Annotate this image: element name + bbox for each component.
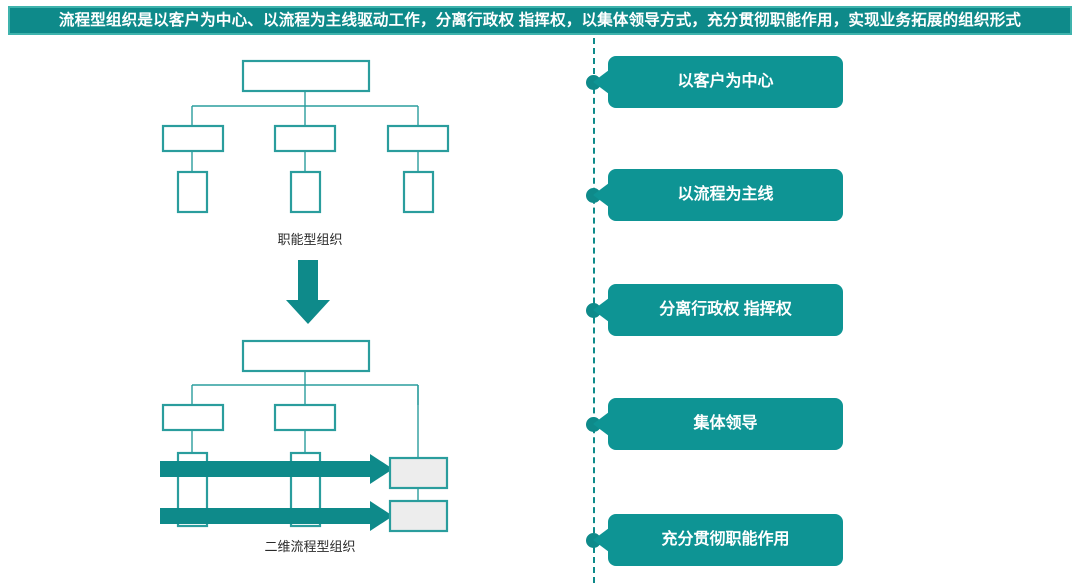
functional-org-chart <box>161 59 450 214</box>
functional-box-l2-3 <box>386 124 450 153</box>
rail-bubble-1[interactable]: 以客户为中心 <box>608 56 843 108</box>
rail-bubble-3[interactable]: 分离行政权 指挥权 <box>608 284 843 336</box>
rail-label-5: 充分贯彻职能作用 <box>661 531 790 548</box>
header-banner: 流程型组织是以客户为中心、以流程为主线驱动工作，分离行政权 指挥权，以集体领导方… <box>8 6 1072 35</box>
bubble-tail-icon <box>593 183 609 207</box>
rail-item-5[interactable]: 充分贯彻职能作用 <box>560 514 860 566</box>
rail-label-4: 集体领导 <box>693 415 758 432</box>
functional-box-l2-2 <box>273 124 337 153</box>
functional-connectors <box>191 91 419 172</box>
rail-label-2: 以流程为主线 <box>677 186 774 203</box>
header-title: 流程型组织是以客户为中心、以流程为主线驱动工作，分离行政权 指挥权，以集体领导方… <box>58 11 1022 29</box>
rail-label-1: 以客户为中心 <box>677 73 774 90</box>
right-rail: 以客户为中心 以流程为主线 分离行政权 指挥权 集体领导 <box>560 38 1080 583</box>
bubble-tail-icon <box>593 298 609 322</box>
functional-box-l3-3 <box>402 170 435 214</box>
functional-box-l2-1 <box>161 124 225 153</box>
process-chart-caption: 二维流程型组织 <box>264 539 356 554</box>
rail-item-3[interactable]: 分离行政权 指挥权 <box>560 284 860 336</box>
left-diagram-panel: 职能型组织 <box>0 38 560 583</box>
process-outcome-box-2 <box>388 499 449 533</box>
bubble-tail-icon <box>593 70 609 94</box>
process-box-l2-2 <box>273 403 337 432</box>
functional-chart-caption: 职能型组织 <box>277 232 343 247</box>
rail-item-4[interactable]: 集体领导 <box>560 398 860 450</box>
functional-box-l3-2 <box>289 170 322 214</box>
bubble-tail-icon <box>593 412 609 436</box>
process-box-l1-1 <box>241 339 371 373</box>
rail-item-1[interactable]: 以客户为中心 <box>560 56 860 108</box>
process-box-l2-1 <box>161 403 225 432</box>
process-org-chart <box>160 339 449 533</box>
functional-box-l3-1 <box>176 170 209 214</box>
rail-item-2[interactable]: 以流程为主线 <box>560 169 860 221</box>
process-arrow-2 <box>160 501 393 531</box>
rail-bubble-4[interactable]: 集体领导 <box>608 398 843 450</box>
rail-bubble-5[interactable]: 充分贯彻职能作用 <box>608 514 843 566</box>
rail-bubble-2[interactable]: 以流程为主线 <box>608 169 843 221</box>
process-outcome-box-1 <box>388 456 449 490</box>
transition-down-arrow <box>286 260 330 324</box>
process-arrow-1 <box>160 454 393 484</box>
rail-label-3: 分离行政权 指挥权 <box>659 301 792 318</box>
functional-box-l1-1 <box>241 59 371 93</box>
down-arrow-icon <box>286 260 330 324</box>
bubble-tail-icon <box>593 528 609 552</box>
